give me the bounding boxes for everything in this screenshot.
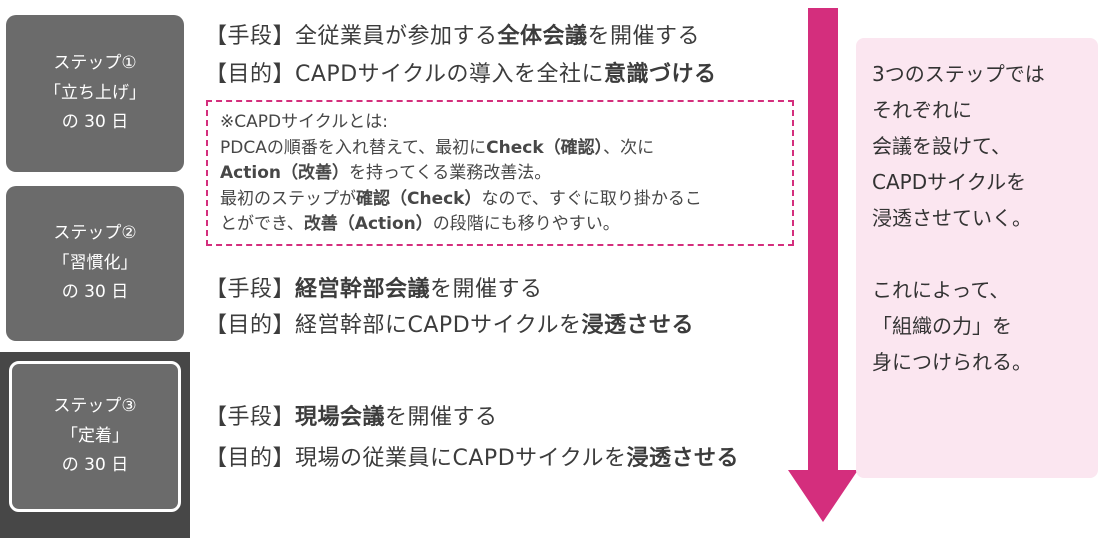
step2-purpose-text: 【目的】経営幹部にCAPDサイクルを浸透させる <box>205 313 695 338</box>
step-box-2: ステップ②「習慣化」の 30 日 <box>6 186 184 341</box>
step1-means-text: 【手段】全従業員が参加する全体会議を開催する <box>205 24 701 49</box>
down-arrow-bar <box>808 8 838 472</box>
step3-purpose-text: 【目的】現場の従業員にCAPDサイクルを浸透させる <box>205 446 740 471</box>
step2-means-text: 【手段】経営幹部会議を開催する <box>205 277 543 302</box>
step-box-1: ステップ①「立ち上げ」の 30 日 <box>6 15 184 172</box>
step3-means-text: 【手段】現場会議を開催する <box>205 405 498 430</box>
summary-box: 3つのステップではそれぞれに会議を設けて、CAPDサイクルを浸透させていく。 こ… <box>856 38 1098 478</box>
step-box-3: ステップ③「定着」の 30 日 <box>9 361 181 512</box>
capd-definition-note: ※CAPDサイクルとは:PDCAの順番を入れ替えて、最初にCheck（確認）、次… <box>206 100 794 246</box>
down-arrow-head <box>788 470 858 522</box>
step1-purpose-text: 【目的】CAPDサイクルの導入を全社に意識づける <box>205 62 717 87</box>
